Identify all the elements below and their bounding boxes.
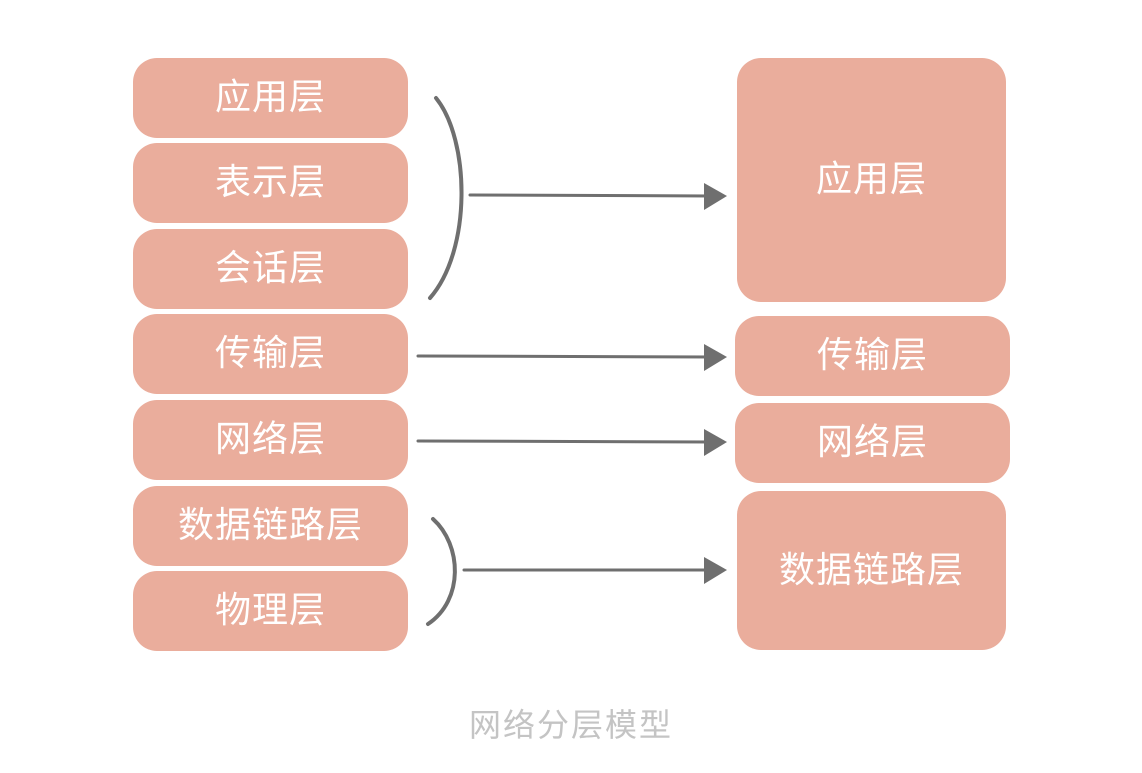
left-layer-presentation: 表示层 xyxy=(133,143,408,223)
left-layer-label: 应用层 xyxy=(214,77,326,118)
arrow-transport-shaft xyxy=(416,354,714,359)
right-layer-application: 应用层 xyxy=(737,58,1006,302)
right-layer-label: 网络层 xyxy=(816,422,928,463)
left-layer-application: 应用层 xyxy=(133,58,408,138)
arrow-network-shaft xyxy=(416,439,714,444)
arrow-data-link-head xyxy=(704,557,727,584)
left-layer-label: 数据链路层 xyxy=(177,505,363,546)
right-layer-data-link: 数据链路层 xyxy=(737,491,1006,650)
right-layer-network: 网络层 xyxy=(735,403,1010,483)
left-layer-label: 网络层 xyxy=(214,419,326,460)
left-layer-network: 网络层 xyxy=(133,400,408,480)
bottom-bracket xyxy=(426,517,457,626)
arrow-application-head xyxy=(704,183,727,210)
left-layer-physical: 物理层 xyxy=(133,571,408,651)
right-layer-transport: 传输层 xyxy=(735,316,1010,396)
arrow-transport-head xyxy=(704,344,727,371)
left-layer-label: 表示层 xyxy=(214,162,326,203)
diagram-caption: 网络分层模型 xyxy=(468,706,673,744)
left-layer-transport: 传输层 xyxy=(133,314,408,394)
left-layer-label: 物理层 xyxy=(214,590,326,631)
left-layer-data-link: 数据链路层 xyxy=(133,486,408,566)
arrow-application-shaft xyxy=(468,193,714,198)
top-bracket xyxy=(428,96,464,300)
right-layer-label: 传输层 xyxy=(816,335,928,376)
left-layer-label: 传输层 xyxy=(214,333,326,374)
left-layer-session: 会话层 xyxy=(133,229,408,309)
left-layer-label: 会话层 xyxy=(214,248,326,289)
right-layer-label: 数据链路层 xyxy=(778,549,964,591)
right-layer-label: 应用层 xyxy=(815,159,927,200)
arrow-network-head xyxy=(704,429,727,456)
